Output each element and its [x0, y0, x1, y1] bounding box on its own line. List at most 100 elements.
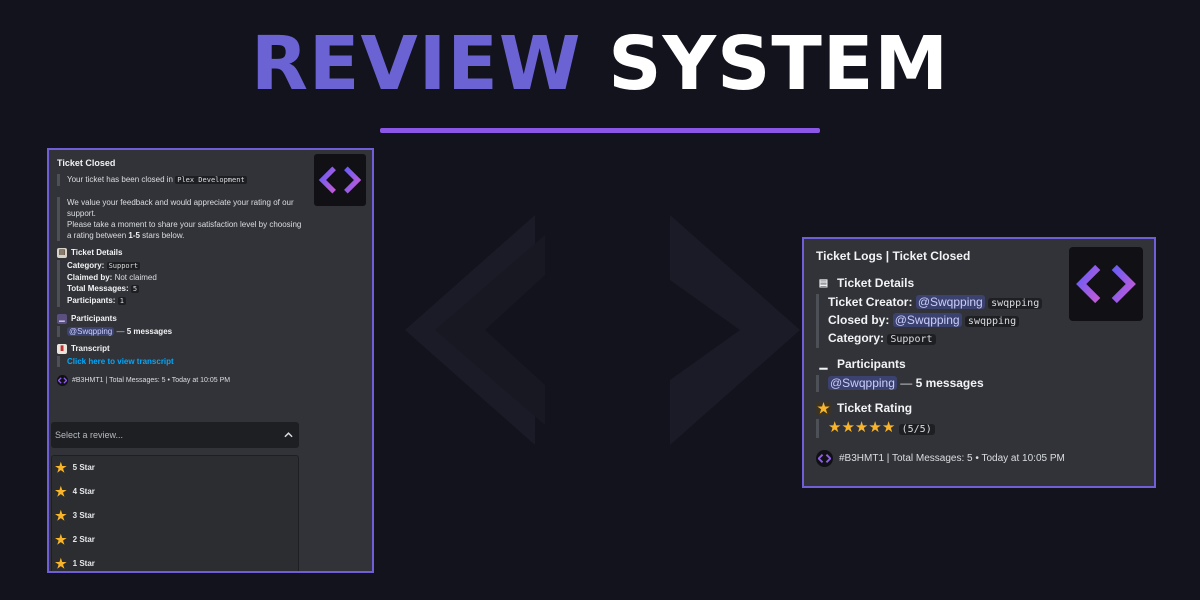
participants-row: Participants: 1: [67, 295, 365, 307]
category-row: Category: Support: [67, 260, 365, 272]
ticket-closed-dm-panel: Ticket Closed Your ticket has been close…: [47, 148, 374, 573]
star-icon: ★: [816, 400, 831, 416]
option-label: 2 Star: [72, 534, 95, 544]
users-icon: ▁: [57, 313, 67, 324]
claimed-label: Claimed by:: [67, 273, 113, 282]
feedback-line-2b: stars below.: [139, 231, 185, 240]
code-brackets-logo: [1076, 264, 1136, 304]
headline-underline: [380, 128, 820, 133]
ticket-closed-embed: Ticket Closed Your ticket has been close…: [57, 156, 365, 386]
rating-star-icon: ★: [828, 419, 842, 436]
logs-participant-count: 5 messages: [915, 376, 984, 390]
option-label: 3 Star: [72, 510, 95, 520]
logs-participants-title: Participants: [837, 357, 906, 371]
logs-details-quote: Ticket Creator: @Swqpping swqpping Close…: [816, 294, 1066, 348]
total-value: 5: [130, 285, 140, 293]
category-value: Support: [106, 262, 141, 270]
creator-mention[interactable]: @Swqpping: [915, 295, 985, 309]
embed-title: Ticket Closed: [57, 158, 116, 168]
feedback-quote: We value your feedback and would appreci…: [57, 197, 307, 241]
feedback-line-2a: Please take a moment to share your satis…: [67, 220, 302, 240]
users-icon: ▁: [819, 359, 828, 370]
participants-heading: ▁ Participants: [57, 313, 365, 324]
feedback-line-1: We value your feedback and would appreci…: [67, 198, 294, 218]
ticket-logs-panel: Ticket Logs | Ticket Closed ▤ Ticket Det…: [802, 237, 1156, 488]
rating-quote: ★★★★★ (5/5): [816, 419, 1066, 438]
rating-heading: ★ Ticket Rating: [816, 400, 1066, 417]
logs-category-label: Category:: [828, 331, 885, 345]
option-label: 5 Star: [72, 462, 95, 472]
creator-label: Ticket Creator:: [828, 295, 913, 309]
category-label: Category:: [67, 261, 105, 270]
total-label: Total Messages:: [67, 284, 129, 293]
details-title: Ticket Details: [71, 248, 123, 257]
review-options-list: ★ 5 Star ★ 4 Star ★3 Star ★ 2 Star ★ 1 Star: [51, 455, 299, 571]
option-4-star[interactable]: ★ 4 Star: [55, 482, 95, 500]
code-brackets-logo: [318, 166, 362, 194]
logs-category-row: Category: Support: [828, 330, 1066, 348]
logs-participant-mention[interactable]: @Swqpping: [828, 376, 897, 390]
rating-star-icon: ★: [881, 419, 896, 436]
feedback-line-2: Please take a moment to share your satis…: [67, 219, 307, 241]
option-3-star[interactable]: ★3 Star: [55, 506, 95, 524]
claimed-value: Not claimed: [114, 273, 157, 282]
star-icon: ★: [55, 483, 67, 499]
creator-row: Ticket Creator: @Swqpping swqpping: [828, 294, 1066, 312]
creator-username: swqpping: [988, 298, 1043, 309]
star-icon: ★: [55, 531, 67, 547]
participants-title: Participants: [71, 314, 117, 323]
option-2-star[interactable]: ★ 2 Star: [55, 530, 95, 548]
transcript-heading: ▮ Transcript: [57, 343, 365, 354]
total-row: Total Messages: 5: [67, 283, 365, 295]
option-1-star[interactable]: ★ 1 Star: [55, 554, 95, 571]
closed-text: Your ticket has been closed in: [67, 175, 173, 184]
rating-title: Ticket Rating: [837, 401, 913, 415]
participants-value: 1: [117, 297, 126, 305]
logs-embed-thumbnail: [1069, 247, 1143, 321]
claimed-row: Claimed by: Not claimed: [67, 272, 365, 283]
closed-by-mention[interactable]: @Swqpping: [892, 313, 962, 327]
logs-details-title: Ticket Details: [837, 276, 915, 290]
closed-by-label: Closed by:: [828, 313, 890, 327]
document-icon: ▮: [57, 343, 67, 354]
logs-participant-dash: —: [896, 376, 916, 390]
option-label: 4 Star: [72, 486, 95, 496]
participant-dash: —: [114, 327, 127, 336]
headline-system: SYSTEM: [608, 21, 950, 107]
option-label: 1 Star: [72, 558, 95, 568]
participants-quote: @Swqpping — 5 messages: [57, 326, 365, 337]
review-select[interactable]: Select a review...: [51, 422, 299, 448]
bot-avatar-icon: [57, 375, 68, 386]
ticket-logs-embed: Ticket Logs | Ticket Closed ▤ Ticket Det…: [816, 248, 1066, 467]
participant-mention[interactable]: @Swqpping: [67, 327, 115, 336]
logs-embed-title: Ticket Logs | Ticket Closed: [816, 249, 971, 263]
rating-stars: ★★★★★: [828, 419, 895, 436]
rating-star-icon: ★: [841, 419, 855, 436]
logs-details-heading: ▤ Ticket Details: [816, 275, 1066, 292]
logs-category-value: Support: [887, 334, 936, 345]
feedback-range: 1-5: [128, 231, 140, 240]
logs-embed-footer: #B3HMT1 | Total Messages: 5 • Today at 1…: [816, 450, 1066, 467]
option-5-star[interactable]: ★ 5 Star: [55, 458, 95, 476]
closed-by-username: swqpping: [964, 316, 1020, 327]
details-heading: ▤ Ticket Details: [57, 247, 365, 258]
star-icon: ★: [55, 459, 67, 475]
participants-label: Participants:: [67, 296, 116, 305]
rating-text: (5/5): [898, 424, 935, 435]
star-icon: ★: [55, 555, 67, 571]
background-logo-icon: [405, 215, 800, 445]
clipboard-icon: ▤: [57, 247, 67, 258]
headline-review: REVIEW: [250, 21, 582, 107]
rating-star-icon: ★: [868, 419, 882, 436]
embed-thumbnail: [314, 154, 366, 206]
transcript-link[interactable]: Click here to view transcript: [67, 357, 174, 366]
select-placeholder: Select a review...: [55, 429, 124, 440]
logs-participants-quote: @Swqpping — 5 messages: [816, 375, 1066, 392]
headline: REVIEW SYSTEM: [0, 22, 1200, 106]
bot-avatar-icon: [816, 450, 833, 467]
transcript-title: Transcript: [71, 344, 110, 353]
rating-star-icon: ★: [854, 419, 869, 436]
closed-by-row: Closed by: @Swqpping swqpping: [828, 312, 1066, 330]
participant-count: 5 messages: [126, 327, 173, 336]
transcript-quote: Click here to view transcript: [57, 356, 365, 367]
